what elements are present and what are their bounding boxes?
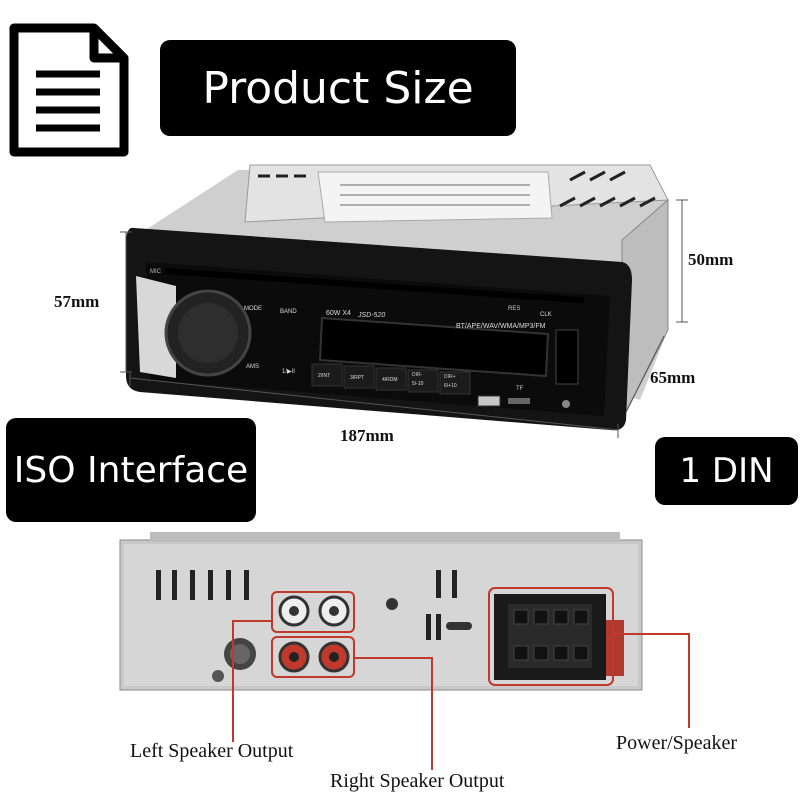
preset-6-label: 6/+10 xyxy=(444,383,457,389)
clk-button-label: CLK xyxy=(540,312,552,318)
din-heading-text: 1 DIN xyxy=(679,451,774,491)
dimension-depth: 65mm xyxy=(650,368,696,387)
preset-5-top-label: DIR- xyxy=(412,372,423,378)
res-label: RES xyxy=(508,306,521,312)
din-heading: 1 DIN xyxy=(655,437,798,505)
preset-6-top-label: DIR+ xyxy=(444,374,456,380)
iso-interface-heading-text: ISO Interface xyxy=(13,449,249,491)
dimension-front-height: 57mm xyxy=(54,292,100,311)
product-size-heading: Product Size xyxy=(160,40,516,136)
preset-2-label: 2/INT xyxy=(318,373,331,379)
model-label: JSD-520 xyxy=(358,312,386,319)
mic-label: MIC xyxy=(150,269,161,275)
product-size-heading-text: Product Size xyxy=(202,62,474,114)
dimension-body-height: 50mm xyxy=(688,250,734,269)
iso-interface-heading: ISO Interface xyxy=(6,418,256,522)
power-rating-label: 60W X4 xyxy=(326,310,351,317)
ams-button-label: AMS xyxy=(246,364,260,370)
tf-slot-label: TF xyxy=(516,386,524,392)
preset-5-label: 5/-10 xyxy=(412,381,424,387)
preset-3-label: 3/RPT xyxy=(350,375,365,381)
left-speaker-output-label: Left Speaker Output xyxy=(130,740,294,762)
preset-4-label: 4/RDM xyxy=(382,377,398,383)
dimension-width: 187mm xyxy=(340,426,394,445)
mode-button-label: MODE xyxy=(244,306,262,312)
right-speaker-output-label: Right Speaker Output xyxy=(330,770,505,792)
band-button-label: BAND xyxy=(280,309,297,315)
formats-label: BT/APE/WAV/WMA/MP3/FM xyxy=(456,323,546,330)
power-speaker-label: Power/Speaker xyxy=(616,732,738,754)
play-button-label: 1/▶II xyxy=(282,369,295,375)
